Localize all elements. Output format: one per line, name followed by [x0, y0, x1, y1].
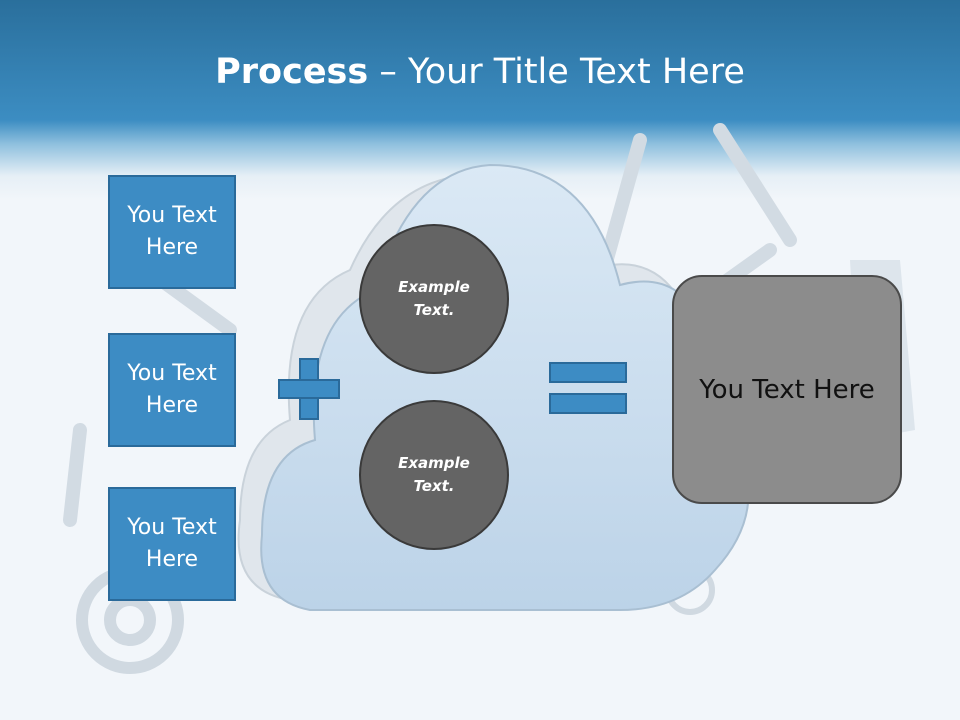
text-box-3[interactable]: You Text Here	[108, 487, 236, 601]
title-rest: – Your Title Text Here	[368, 52, 745, 92]
example-circle-2-label: Example Text.	[398, 454, 470, 495]
text-box-1[interactable]: You Text Here	[108, 175, 236, 289]
plus-horizontal-bar	[278, 379, 340, 399]
result-box[interactable]: You Text Here	[672, 275, 902, 504]
equals-icon	[549, 362, 627, 414]
plus-icon	[278, 358, 340, 420]
example-circle-1-label: Example Text.	[398, 278, 470, 319]
example-circle-1[interactable]: Example Text.	[359, 224, 509, 374]
title-bold: Process	[215, 52, 369, 92]
example-circle-2[interactable]: Example Text.	[359, 400, 509, 550]
result-box-label: You Text Here	[699, 374, 875, 405]
equals-top-bar	[549, 362, 627, 383]
text-box-3-label: You Text Here	[127, 515, 217, 572]
text-box-1-label: You Text Here	[127, 203, 217, 260]
page-title: Process – Your Title Text Here	[0, 52, 960, 92]
equals-bottom-bar	[549, 393, 627, 414]
text-box-2[interactable]: You Text Here	[108, 333, 236, 447]
text-box-2-label: You Text Here	[127, 361, 217, 418]
